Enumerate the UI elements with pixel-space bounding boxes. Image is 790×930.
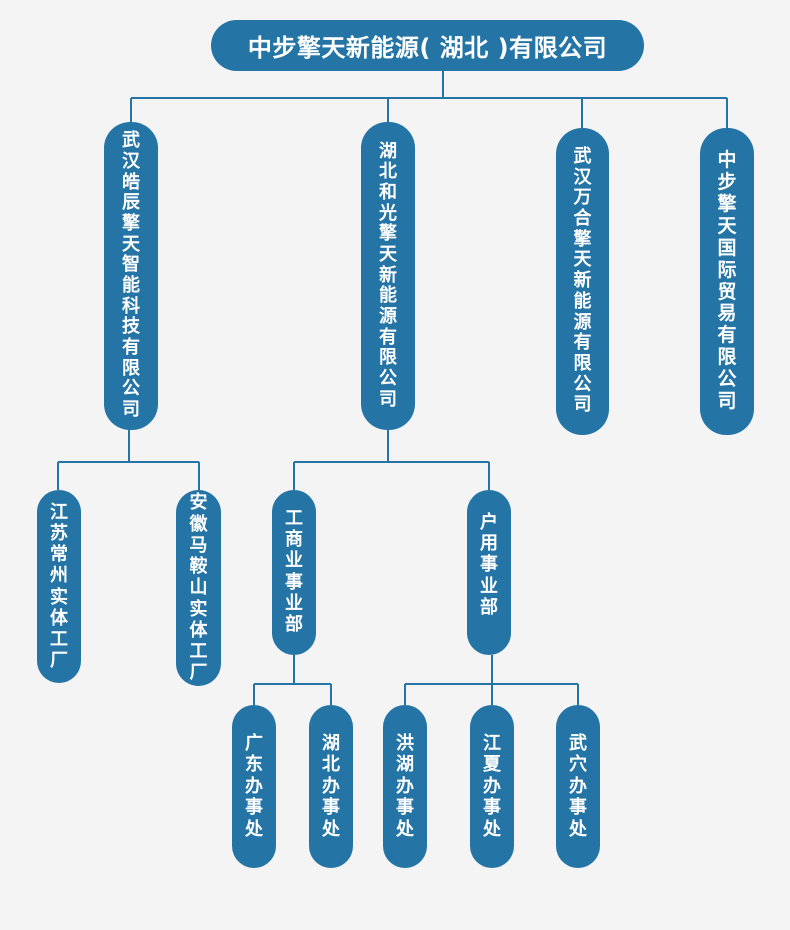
office-node-honghu: 洪湖办事处 [383, 705, 427, 868]
office-label-guangdong: 广东办事处 [244, 732, 263, 840]
company-label-haochen: 武汉皓辰擎天智能科技有限公司 [121, 130, 140, 421]
office-label-wuxue: 武穴办事处 [568, 732, 587, 840]
company-node-wanhe: 武汉万合擎天新能源有限公司 [556, 128, 609, 435]
company-label-wanhe: 武汉万合擎天新能源有限公司 [573, 146, 592, 416]
division-node-residential: 户用事业部 [467, 490, 511, 655]
office-node-wuxue: 武穴办事处 [556, 705, 600, 868]
company-label-heguang: 湖北和光擎天新能源有限公司 [378, 140, 397, 410]
division-node-commercial: 工商业事业部 [272, 490, 316, 655]
root-node: 中步擎天新能源( 湖北 )有限公司 [211, 20, 644, 71]
division-label-commercial: 工商业事业部 [284, 508, 303, 636]
company-label-trade: 中步擎天国际贸易有限公司 [717, 149, 737, 412]
company-node-trade: 中步擎天国际贸易有限公司 [700, 128, 754, 435]
office-node-guangdong: 广东办事处 [232, 705, 276, 868]
company-node-haochen: 武汉皓辰擎天智能科技有限公司 [104, 122, 158, 430]
root-label: 中步擎天新能源( 湖北 )有限公司 [247, 34, 608, 62]
office-label-jiangxia: 江夏办事处 [482, 732, 501, 840]
factory-node-maanshan: 安徽马鞍山实体工厂 [176, 490, 221, 686]
company-node-heguang: 湖北和光擎天新能源有限公司 [361, 122, 415, 430]
office-node-hubei: 湖北办事处 [309, 705, 353, 868]
office-label-hubei: 湖北办事处 [321, 732, 340, 840]
factory-label-changzhou: 江苏常州实体工厂 [49, 501, 68, 672]
factory-label-maanshan: 安徽马鞍山实体工厂 [189, 492, 208, 684]
office-label-honghu: 洪湖办事处 [395, 732, 414, 840]
factory-node-changzhou: 江苏常州实体工厂 [37, 490, 81, 683]
division-label-residential: 户用事业部 [479, 512, 498, 618]
office-node-jiangxia: 江夏办事处 [470, 705, 514, 868]
